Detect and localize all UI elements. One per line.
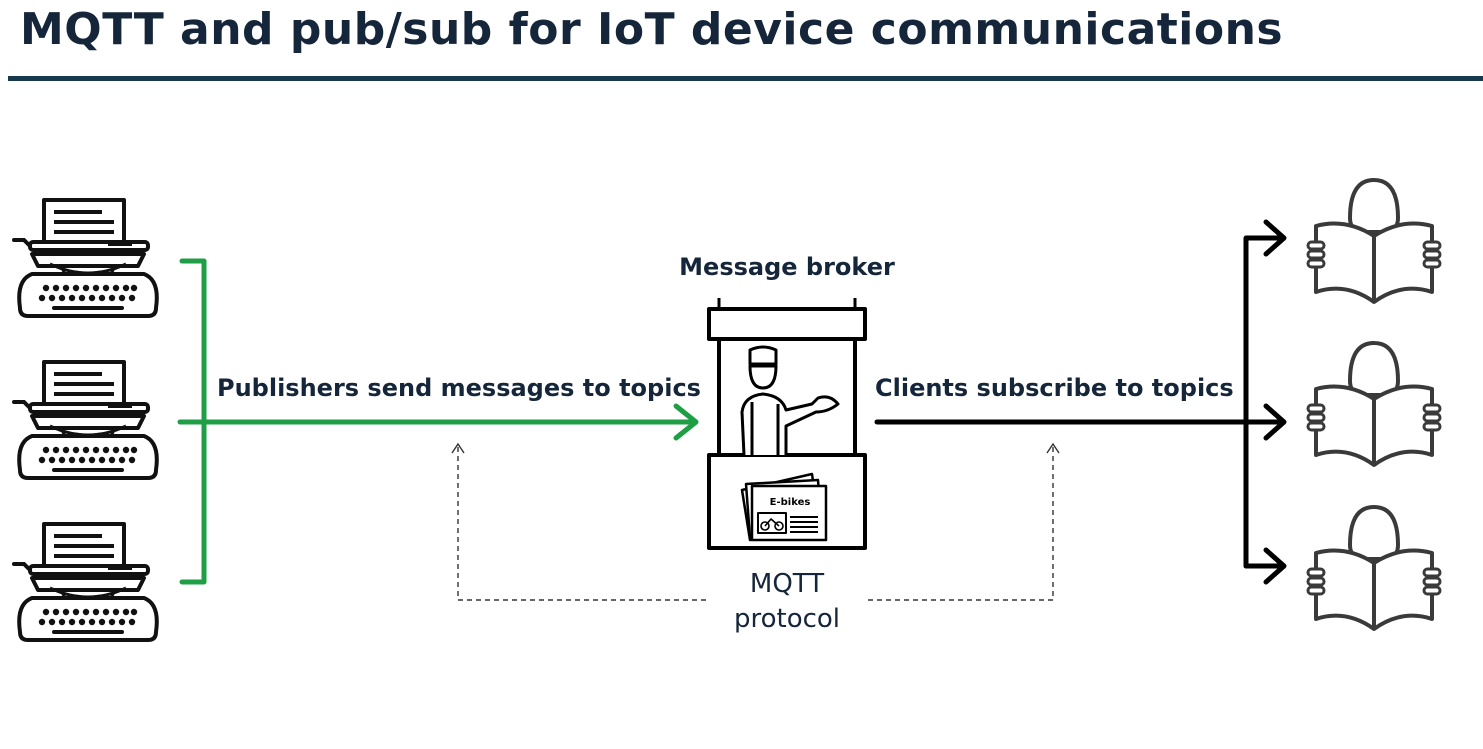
mqtt-protocol-arrowheads [451, 442, 1060, 454]
publish-label: Publishers send messages to topics [217, 374, 701, 402]
title-divider [8, 76, 1483, 81]
subscribe-arrows [874, 219, 1287, 585]
subscribe-label: Clients subscribe to topics [875, 374, 1234, 402]
publish-arrow [177, 258, 699, 585]
typewriter-icon [12, 522, 159, 642]
broker-label: Message broker [679, 253, 895, 281]
typewriter-icon [12, 360, 159, 480]
person-reading-icon [1306, 178, 1442, 304]
typewriter-icon [12, 198, 159, 318]
protocol-label-line2: protocol [734, 604, 840, 634]
person-reading-icon [1306, 341, 1442, 467]
page-title: MQTT and pub/sub for IoT device communic… [20, 4, 1284, 55]
protocol-label-line1: MQTT [750, 569, 824, 599]
person-reading-icon [1306, 505, 1442, 631]
newsstand-vendor-icon [707, 298, 867, 550]
newspaper-headline: E-bikes [770, 497, 811, 508]
mqtt-protocol-connector [457, 447, 1054, 601]
